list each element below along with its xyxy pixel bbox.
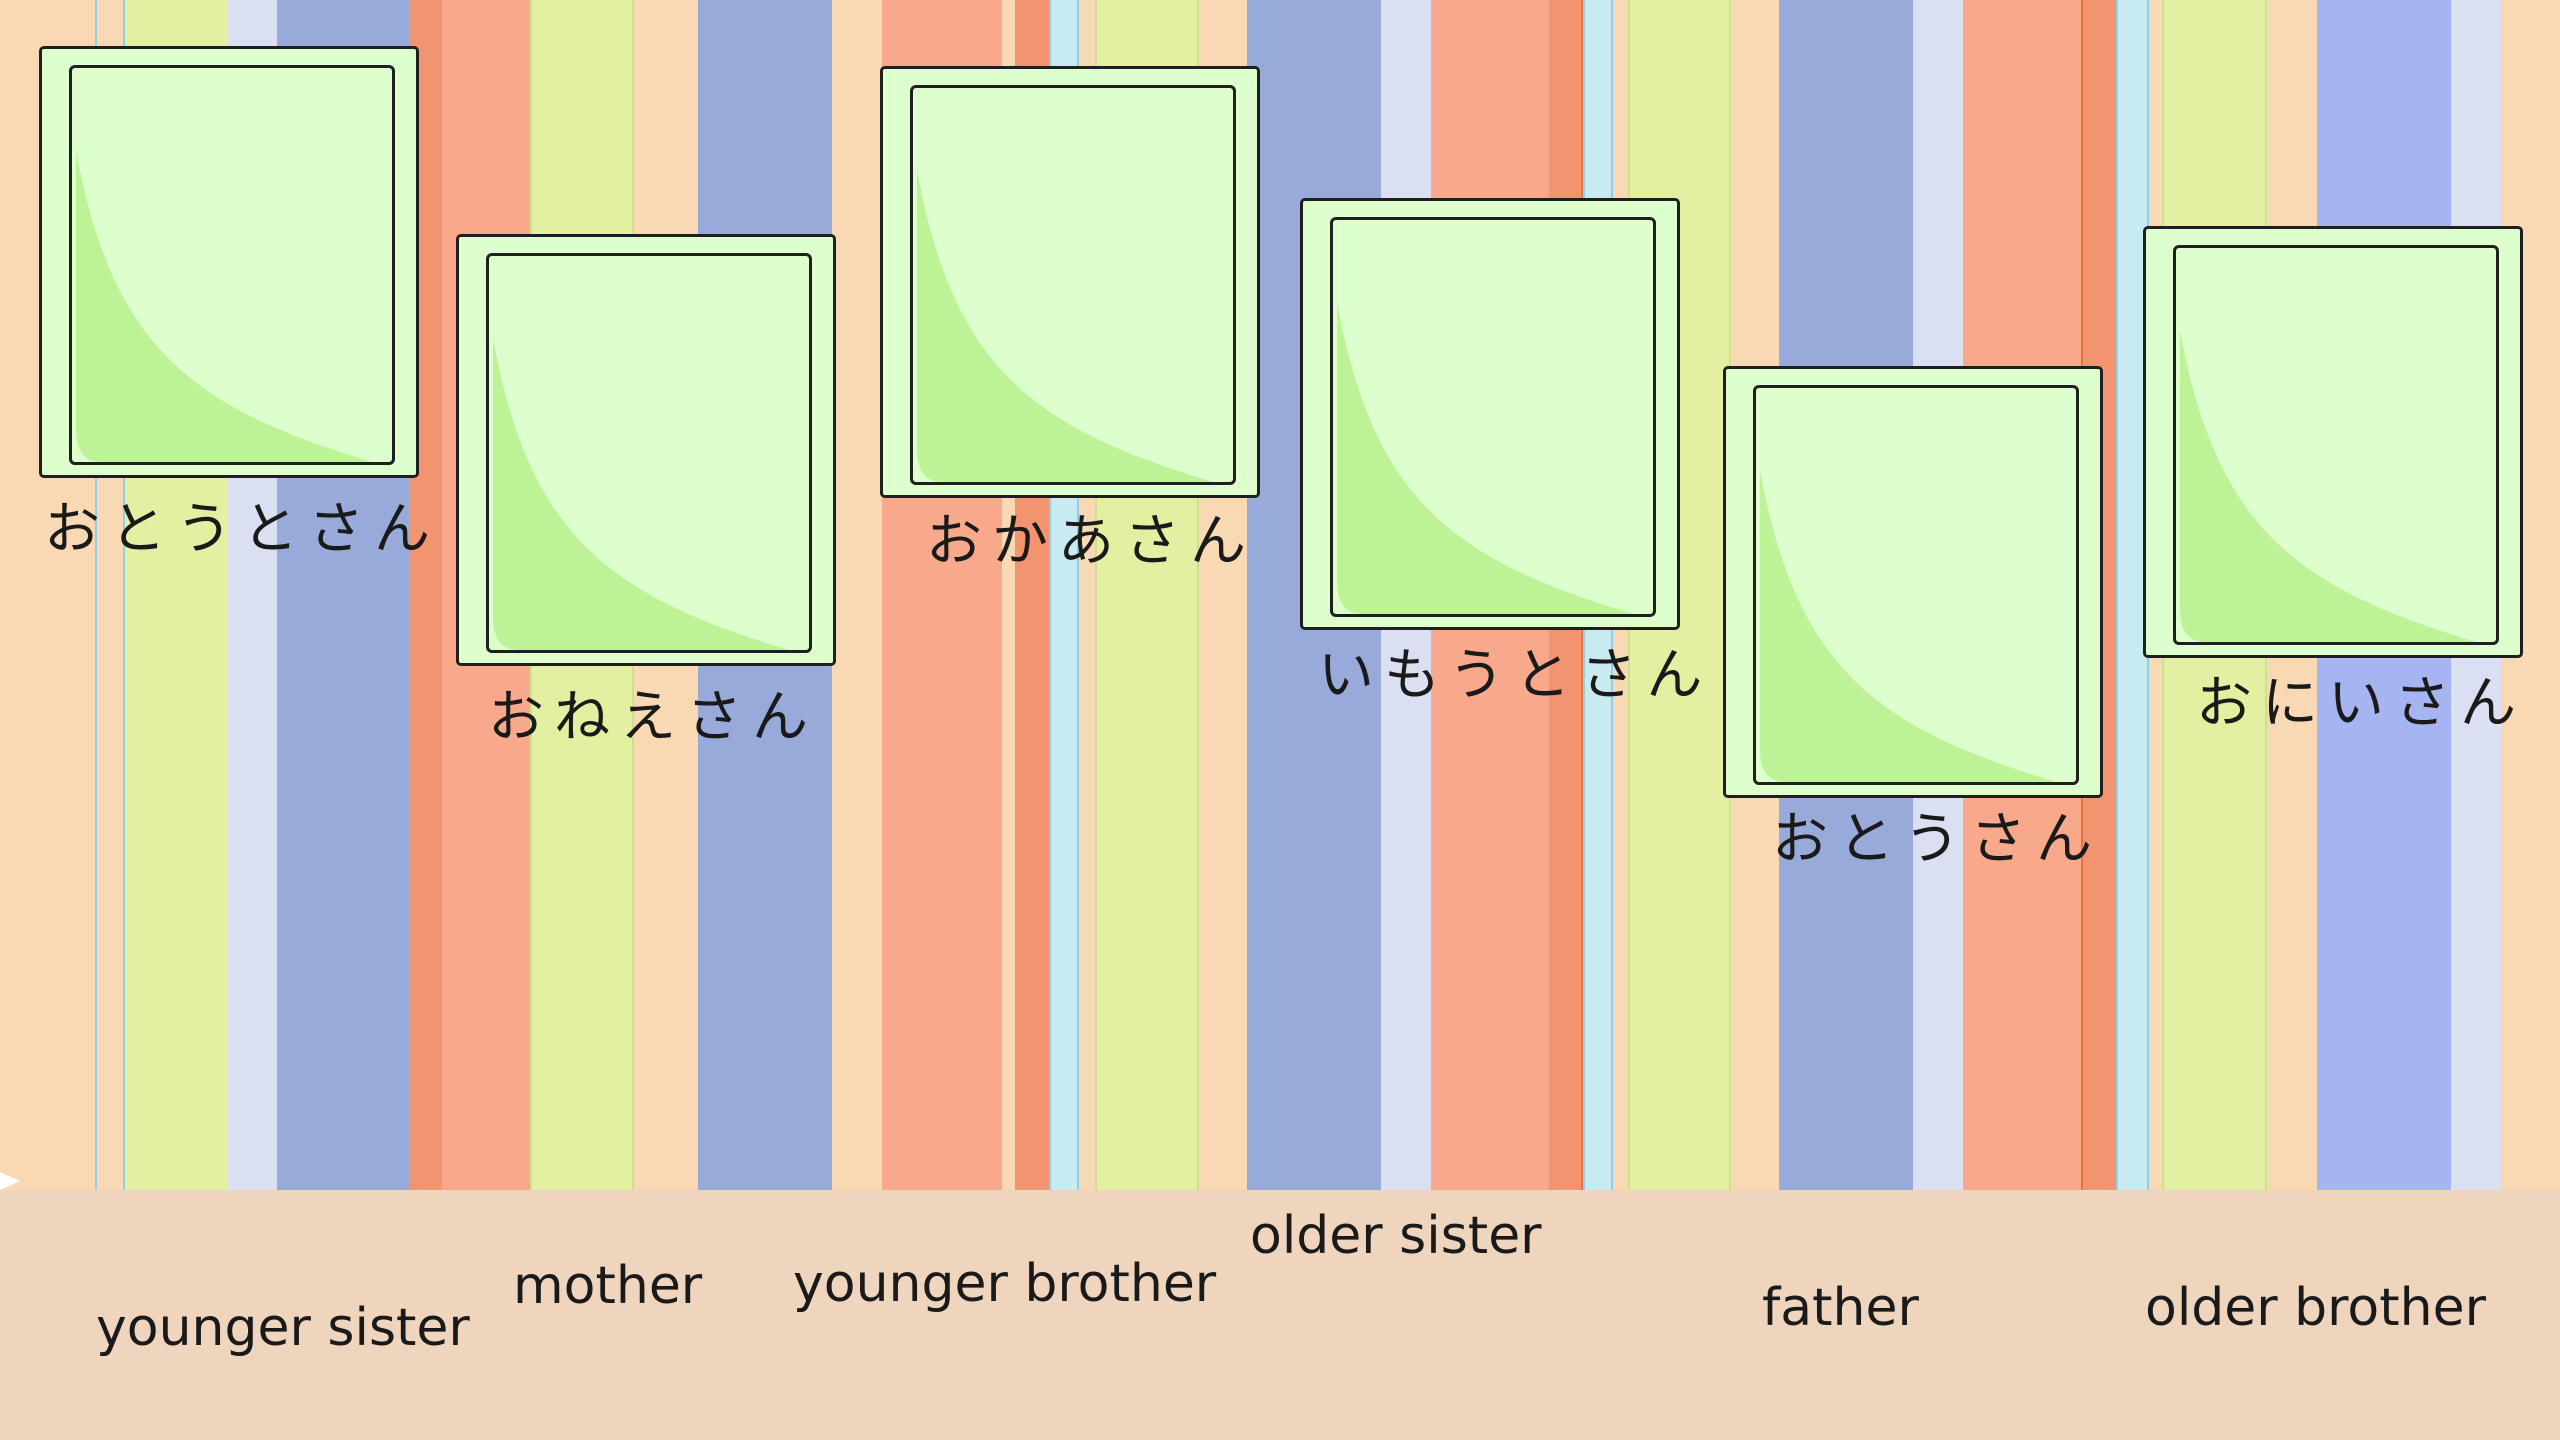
background-stripe — [832, 0, 882, 1190]
card-shine — [1337, 302, 1633, 614]
kana-card[interactable] — [456, 234, 836, 666]
card-panel — [2173, 245, 2499, 645]
card-panel — [1330, 217, 1656, 617]
card-panel — [486, 253, 812, 653]
word-tile[interactable]: younger sister — [96, 1298, 470, 1358]
word-tile[interactable]: older brother — [2145, 1278, 2486, 1338]
kana-label: いもうとさん — [1318, 643, 1713, 708]
kana-label: おにいさん — [2196, 671, 2526, 736]
card-shine — [76, 150, 372, 462]
word-tile[interactable]: younger brother — [793, 1254, 1217, 1314]
card-shine — [2180, 330, 2476, 642]
kana-label: おかあさん — [926, 509, 1256, 574]
card-panel — [910, 85, 1236, 485]
kana-label: おねえさん — [488, 685, 818, 750]
kana-card[interactable] — [1300, 198, 1680, 630]
kana-card[interactable] — [880, 66, 1260, 498]
kana-label: おとうとさん — [44, 497, 440, 562]
word-tile[interactable]: older sister — [1250, 1206, 1542, 1266]
kana-card[interactable] — [1723, 366, 2103, 798]
answer-area — [0, 1190, 2560, 1440]
kana-card[interactable] — [2143, 226, 2523, 658]
card-shine — [1760, 470, 2056, 782]
kana-card[interactable] — [39, 46, 419, 478]
card-shine — [917, 170, 1213, 482]
triangle-pointer-icon — [0, 1172, 20, 1190]
card-panel — [1753, 385, 2079, 785]
card-panel — [69, 65, 395, 465]
word-tile[interactable]: mother — [513, 1256, 703, 1316]
kana-label: おとうさん — [1772, 807, 2102, 872]
card-shine — [493, 338, 789, 650]
word-tile[interactable]: father — [1762, 1278, 1919, 1338]
